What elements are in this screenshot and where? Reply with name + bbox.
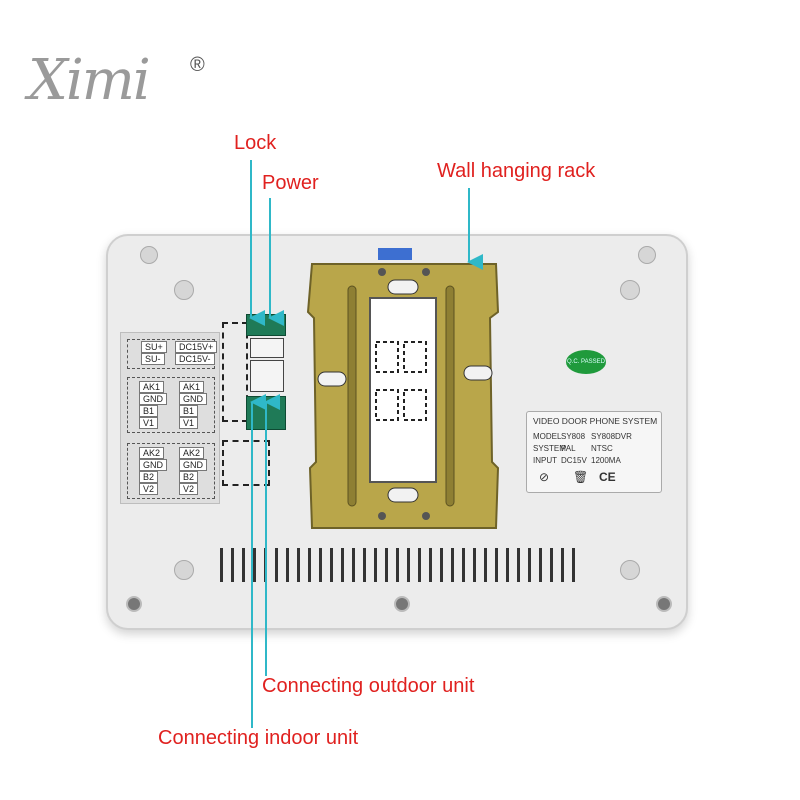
terminal-label: DC15V-	[175, 353, 215, 365]
socket-connector	[250, 360, 284, 392]
vent-slot	[528, 548, 531, 582]
vent-slot	[407, 548, 410, 582]
terminal-label: GND	[139, 459, 167, 471]
terminal-label: GND	[179, 393, 207, 405]
terminal-label: V1	[179, 417, 199, 429]
terminal-group-1-box	[127, 377, 215, 433]
terminal-label: B2	[139, 471, 159, 483]
spec-voltage: DC15V	[561, 456, 587, 465]
terminal-label: AK1	[179, 381, 205, 393]
bin-icon: 🗑	[573, 470, 589, 484]
callout-wall-rack: Wall hanging rack	[437, 160, 596, 182]
terminal-label: SU-	[141, 353, 165, 365]
vent-slot	[220, 548, 223, 582]
vent-slot	[231, 548, 234, 582]
terminal-label: DC15V+	[175, 341, 218, 353]
vent-slot	[506, 548, 509, 582]
spec-model-label: MODEL	[533, 432, 562, 441]
vent-slot	[462, 548, 465, 582]
vent-slot	[484, 548, 487, 582]
screw-icon	[174, 280, 194, 300]
terminal-label: V1	[139, 417, 159, 429]
vent-slot	[473, 548, 476, 582]
qc-badge: Q.C. PASSED	[566, 350, 606, 374]
barcode-sticker	[378, 248, 412, 260]
vent-slot	[242, 548, 245, 582]
terminal-label: GND	[179, 459, 207, 471]
callout-lock: Lock	[234, 132, 277, 154]
vent-slot	[539, 548, 542, 582]
spec-input-label: INPUT	[533, 456, 557, 465]
vent-slot	[308, 548, 311, 582]
screw-icon	[620, 560, 640, 580]
screw-icon	[140, 246, 158, 264]
vent-slot	[352, 548, 355, 582]
vent-slot	[363, 548, 366, 582]
ce-mark: CE	[599, 470, 616, 484]
vent-slot	[275, 548, 278, 582]
vent-slot	[561, 548, 564, 582]
vent-slot	[572, 548, 575, 582]
indoor-connector-outline	[222, 322, 248, 422]
socket-connector	[250, 338, 284, 358]
terminal-label: V2	[179, 483, 199, 495]
spec-model-a: SY808	[561, 432, 586, 441]
terminal-label: GND	[139, 393, 167, 405]
brand-logo: Ximi	[28, 48, 151, 113]
screw-icon	[656, 596, 672, 612]
terminal-label: AK2	[139, 447, 165, 459]
vent-slot	[374, 548, 377, 582]
spec-ntsc: NTSC	[591, 444, 613, 453]
spec-plate: VIDEO DOOR PHONE SYSTEM MODEL SY808 SY80…	[526, 411, 662, 493]
screw-icon	[394, 596, 410, 612]
vent-slot	[418, 548, 421, 582]
screw-icon	[638, 246, 656, 264]
terminal-label: B1	[139, 405, 159, 417]
vent-slot	[396, 548, 399, 582]
wall-hanging-rack	[306, 263, 500, 529]
vent-slot	[319, 548, 322, 582]
vent-slot	[341, 548, 344, 582]
callout-power: Power	[262, 172, 319, 194]
spec-title: VIDEO DOOR PHONE SYSTEM	[533, 416, 658, 426]
spare-connector-outline	[222, 440, 270, 486]
registered-mark: ®	[190, 54, 205, 76]
screw-icon	[174, 560, 194, 580]
vent-slot	[517, 548, 520, 582]
spec-current: 1200MA	[591, 456, 621, 465]
terminal-label: AK1	[139, 381, 165, 393]
spec-pal: PAL	[561, 444, 576, 453]
screw-icon	[620, 280, 640, 300]
callout-outdoor: Connecting outdoor unit	[262, 675, 475, 697]
spec-model-b: SY808DVR	[591, 432, 632, 441]
vent-slot	[429, 548, 432, 582]
terminal-label: SU+	[141, 341, 167, 353]
vent-slot	[297, 548, 300, 582]
vent-slot	[451, 548, 454, 582]
vent-slot	[253, 548, 256, 582]
vent-slot	[440, 548, 443, 582]
vent-slot	[330, 548, 333, 582]
vent-slot	[550, 548, 553, 582]
vent-slot	[286, 548, 289, 582]
terminal-label: B1	[179, 405, 199, 417]
recycle-icon: ⊘	[539, 470, 550, 484]
terminal-label: V2	[139, 483, 159, 495]
terminal-label-panel: SU+ SU- DC15V+ DC15V- AK1 GND B1 V1 AK1 …	[120, 332, 220, 504]
callout-indoor: Connecting indoor unit	[158, 727, 359, 749]
spec-system-label: SYSTEM	[533, 444, 566, 453]
terminal-group-2-box	[127, 443, 215, 499]
terminal-label: AK2	[179, 447, 205, 459]
vent-slot	[385, 548, 388, 582]
screw-icon	[126, 596, 142, 612]
vent-slot	[495, 548, 498, 582]
terminal-label: B2	[179, 471, 199, 483]
